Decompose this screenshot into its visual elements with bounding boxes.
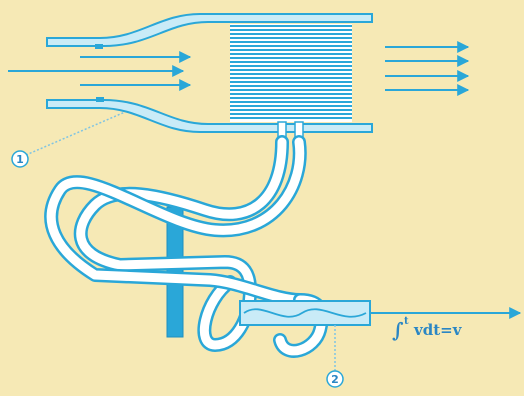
callout-1: 1 <box>11 111 126 168</box>
inflow-arrows <box>8 51 192 91</box>
callout-1-label: 1 <box>16 153 24 166</box>
duct-upper-wall <box>46 13 373 49</box>
laminar-flow-element <box>230 24 352 122</box>
duct-lower-wall <box>46 97 373 133</box>
pressure-tubes <box>44 135 329 358</box>
pressure-sensor <box>239 300 371 326</box>
integral-limit: t <box>404 316 409 327</box>
callout-2-label: 2 <box>331 373 339 386</box>
equation-body: vdt=v <box>413 321 463 339</box>
outflow-arrows <box>385 41 470 96</box>
callout-2: 2 <box>326 325 344 388</box>
integral-equation: ∫ t vdt=v <box>392 316 463 342</box>
integral-sign: ∫ <box>392 318 404 342</box>
